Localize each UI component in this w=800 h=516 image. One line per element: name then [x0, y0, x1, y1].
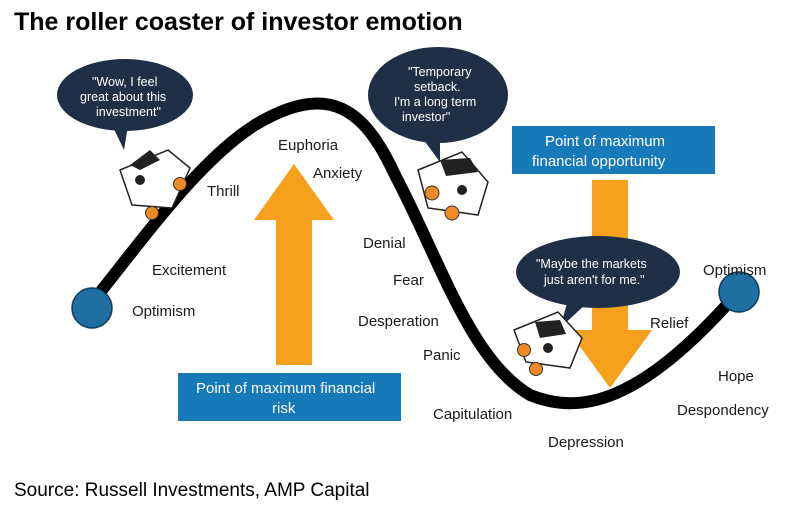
rider-car-2	[417, 151, 489, 221]
risk-box-line-1: Point of maximum financial	[196, 380, 375, 397]
bubble-markets-line-1: "Maybe the markets	[536, 257, 647, 271]
opportunity-box-line-2: financial opportunity	[532, 153, 666, 170]
start-endpoint	[71, 287, 113, 329]
stage-depression: Depression	[548, 434, 624, 451]
bubble-setback-line-2: setback.	[414, 80, 461, 94]
bubble-great-line-3: investment"	[96, 105, 161, 119]
stage-euphoria: Euphoria	[278, 137, 339, 154]
stage-optimism-start: Optimism	[132, 303, 195, 320]
bubble-setback: "Temporary setback. I'm a long term inve…	[368, 47, 508, 162]
opportunity-box	[512, 126, 715, 174]
opportunity-box-line-1: Point of maximum	[545, 133, 665, 150]
bubble-great: "Wow, I feel great about this investment…	[57, 59, 193, 150]
stage-anxiety: Anxiety	[313, 165, 363, 182]
bubble-setback-line-1: "Temporary	[408, 65, 472, 79]
stage-excitement: Excitement	[152, 262, 227, 279]
stage-capitulation: Capitulation	[433, 406, 512, 423]
page-title: The roller coaster of investor emotion	[14, 8, 463, 36]
bubble-great-line-1: "Wow, I feel	[92, 75, 157, 89]
stage-desperation: Desperation	[358, 313, 439, 330]
end-endpoint	[718, 271, 760, 313]
stage-relief: Relief	[650, 315, 689, 332]
stage-optimism-end: Optimism	[703, 262, 766, 279]
rider-car-3	[513, 311, 583, 376]
roller-coaster-track	[84, 97, 746, 410]
up-arrow	[254, 164, 334, 365]
risk-box	[178, 373, 401, 421]
stage-denial: Denial	[363, 235, 406, 252]
risk-box-line-2: risk	[272, 400, 296, 417]
bubble-setback-line-3: I'm a long term	[394, 95, 476, 109]
bubble-markets: "Maybe the markets just aren't for me."	[516, 236, 680, 328]
stage-hope: Hope	[718, 368, 754, 385]
source-note: Source: Russell Investments, AMP Capital	[14, 480, 370, 501]
bubble-markets-line-2: just aren't for me."	[543, 273, 645, 287]
stage-thrill: Thrill	[207, 183, 240, 200]
bubble-great-line-2: great about this	[80, 90, 166, 104]
stage-despondency: Despondency	[677, 402, 769, 419]
rider-car-1	[119, 149, 191, 220]
bubble-setback-line-4: investor"	[402, 110, 450, 124]
stage-panic: Panic	[423, 347, 461, 364]
stage-fear: Fear	[393, 272, 424, 289]
